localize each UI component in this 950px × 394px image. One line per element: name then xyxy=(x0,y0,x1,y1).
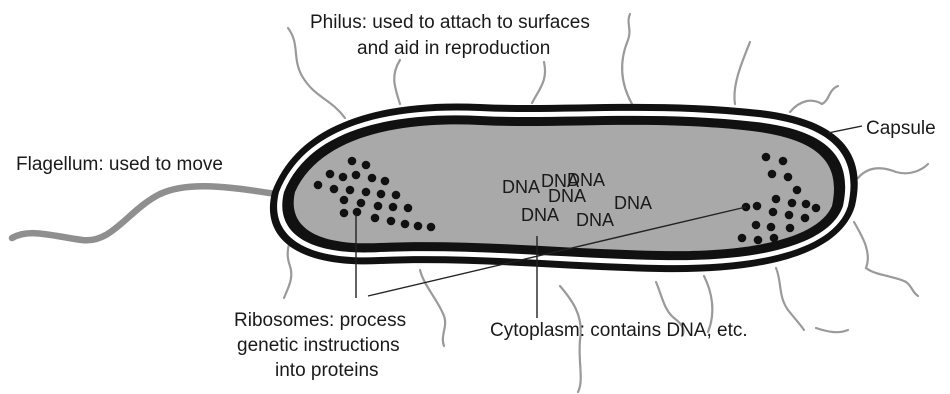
ribosome xyxy=(802,200,811,209)
ribosomes-label-line3: into proteins xyxy=(275,360,379,381)
ribosome xyxy=(340,209,349,218)
capsule-leader xyxy=(828,126,862,133)
ribosome xyxy=(326,170,335,179)
ribosome xyxy=(786,224,795,233)
pilus xyxy=(776,268,804,330)
ribosome xyxy=(374,202,383,211)
ribosome xyxy=(340,196,349,205)
pilus xyxy=(816,328,848,332)
ribosome xyxy=(769,208,778,217)
ribosome xyxy=(762,153,771,162)
ribosome xyxy=(314,181,323,190)
ribosome xyxy=(753,202,762,211)
ribosome xyxy=(371,214,380,223)
pilus xyxy=(734,42,750,104)
ribosome xyxy=(738,234,747,243)
ribosome xyxy=(768,170,777,179)
ribosome xyxy=(353,208,362,217)
ribosome xyxy=(785,211,794,220)
pilus xyxy=(622,14,632,104)
ribosome xyxy=(362,161,371,170)
pilus xyxy=(854,222,918,296)
pilus xyxy=(790,86,838,112)
ribosome xyxy=(368,174,377,183)
ribosome xyxy=(779,157,788,166)
ribosome xyxy=(389,203,398,212)
ribosome xyxy=(352,171,361,180)
ribosome xyxy=(401,220,410,229)
ribosome xyxy=(392,191,401,200)
ribosome xyxy=(752,221,761,230)
philus-label-line1: Philus: used to attach to surfaces xyxy=(310,12,590,33)
ribosome xyxy=(793,186,802,195)
ribosome xyxy=(377,190,386,199)
ribosome xyxy=(788,199,797,208)
ribosome xyxy=(330,185,339,194)
flagellum xyxy=(12,186,276,240)
philus-label-line2: and aid in reproduction xyxy=(357,38,550,59)
ribosome xyxy=(784,173,793,182)
flagellum-label: Flagellum: used to move xyxy=(16,154,223,175)
ribosome xyxy=(357,199,366,208)
ribosomes-label-line2: genetic instructions xyxy=(237,335,400,356)
dna-label: DNA xyxy=(548,186,586,206)
pilus xyxy=(858,164,928,178)
pilus xyxy=(288,28,345,118)
pilus xyxy=(532,62,545,103)
ribosome xyxy=(362,188,371,197)
ribosome xyxy=(812,204,821,213)
pilus xyxy=(394,60,400,104)
ribosome xyxy=(754,236,763,245)
dna-label: DNA xyxy=(502,177,540,197)
ribosome xyxy=(772,195,781,204)
ribosome xyxy=(381,177,390,186)
ribosome xyxy=(801,214,810,223)
ribosome xyxy=(404,204,413,213)
ribosome xyxy=(339,173,348,182)
ribosome xyxy=(427,223,436,232)
capsule-label: Capsule xyxy=(866,118,936,139)
ribosome xyxy=(346,186,355,195)
cytoplasm-label: Cytoplasm: contains DNA, etc. xyxy=(490,320,748,341)
dna-label: DNA xyxy=(614,193,652,213)
ribosomes-label-line1: Ribosomes: process xyxy=(234,310,406,331)
ribosome xyxy=(414,222,423,231)
ribosome xyxy=(767,223,776,232)
ribosome xyxy=(387,217,396,226)
dna-label: DNA xyxy=(521,205,559,225)
dna-label: DNA xyxy=(576,210,614,230)
ribosome xyxy=(770,234,779,243)
ribosome xyxy=(348,157,357,166)
